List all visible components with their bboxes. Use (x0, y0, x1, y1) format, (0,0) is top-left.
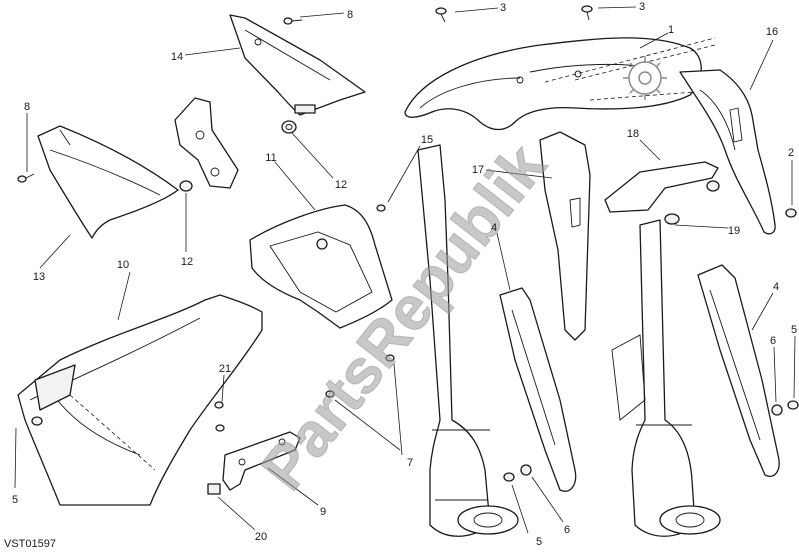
part-fork-leg-left[interactable] (417, 144, 519, 537)
callout-10[interactable]: 10 (117, 259, 129, 271)
callout-15[interactable]: 15 (421, 134, 433, 146)
part-front-mudguard[interactable] (404, 37, 721, 131)
part-washer-6b[interactable] (771, 404, 783, 416)
callout-21[interactable]: 21 (219, 363, 231, 375)
part-instrument-support-11[interactable] (249, 204, 393, 329)
callout-16[interactable]: 16 (766, 26, 778, 38)
part-bracket-17[interactable] (539, 131, 591, 341)
callout-14[interactable]: 14 (171, 51, 183, 63)
callout-20[interactable]: 20 (255, 531, 267, 543)
part-screw-7a[interactable] (385, 354, 395, 362)
part-screw-5b[interactable] (503, 472, 515, 482)
callout-5c[interactable]: 5 (791, 324, 797, 336)
leader-lines (14, 6, 796, 534)
part-nut-20[interactable] (207, 483, 221, 495)
part-mounting-bracket[interactable] (174, 97, 239, 189)
part-fork-guard-4a[interactable] (499, 287, 577, 492)
part-screw-8a[interactable] (283, 17, 303, 25)
callout-12a[interactable]: 12 (335, 179, 347, 191)
part-side-cover-14[interactable] (229, 14, 366, 116)
callout-2[interactable]: 2 (788, 147, 794, 159)
callout-17[interactable]: 17 (472, 164, 484, 176)
callout-18[interactable]: 18 (627, 128, 639, 140)
gear-icon (623, 56, 667, 100)
part-screw-3b[interactable] (581, 5, 593, 21)
part-nut-19[interactable] (664, 213, 680, 225)
callout-5a[interactable]: 5 (12, 494, 18, 506)
part-fork-leg-right[interactable] (611, 219, 721, 537)
part-plate-9[interactable] (222, 431, 301, 491)
part-grommet-12a[interactable] (281, 120, 297, 134)
callout-13[interactable]: 13 (33, 271, 45, 283)
part-side-panel-13[interactable] (37, 125, 179, 239)
part-screw-15[interactable] (376, 204, 386, 212)
part-screw-5c[interactable] (787, 400, 799, 410)
part-screw-5a[interactable] (31, 416, 43, 426)
callout-12b[interactable]: 12 (181, 256, 193, 268)
callout-11[interactable]: 11 (265, 152, 276, 164)
callout-1[interactable]: 1 (668, 24, 674, 36)
callout-6a[interactable]: 6 (564, 524, 570, 536)
part-fork-guard-4b[interactable] (697, 264, 780, 477)
part-screw-21[interactable] (214, 401, 225, 432)
part-screw-3a[interactable] (435, 7, 447, 23)
callout-4b[interactable]: 4 (773, 281, 779, 293)
callout-labels: 1 2 3 3 4 4 5 5 5 6 6 7 8 8 9 10 11 12 1… (12, 1, 797, 548)
callout-3b[interactable]: 3 (639, 1, 645, 13)
part-grommet-12b[interactable] (179, 180, 193, 192)
diagram-code: VST01597 (4, 538, 56, 550)
callout-8a[interactable]: 8 (347, 9, 353, 21)
callout-6b[interactable]: 6 (770, 335, 776, 347)
callout-5b[interactable]: 5 (536, 536, 542, 548)
callout-7[interactable]: 7 (407, 457, 413, 469)
part-mudguard-bracket-right[interactable] (679, 69, 776, 235)
part-tail-cover-10[interactable] (17, 294, 263, 506)
callout-3a[interactable]: 3 (500, 2, 506, 14)
part-bracket-18[interactable] (604, 161, 720, 213)
callout-9[interactable]: 9 (320, 506, 326, 518)
part-washer-6a[interactable] (520, 464, 532, 476)
part-screw-2[interactable] (785, 208, 797, 218)
part-screw-7b[interactable] (325, 390, 335, 398)
callout-8b[interactable]: 8 (24, 101, 30, 113)
callout-4a[interactable]: 4 (491, 222, 497, 234)
callout-19[interactable]: 19 (728, 225, 740, 237)
part-screw-8b[interactable] (17, 173, 35, 183)
